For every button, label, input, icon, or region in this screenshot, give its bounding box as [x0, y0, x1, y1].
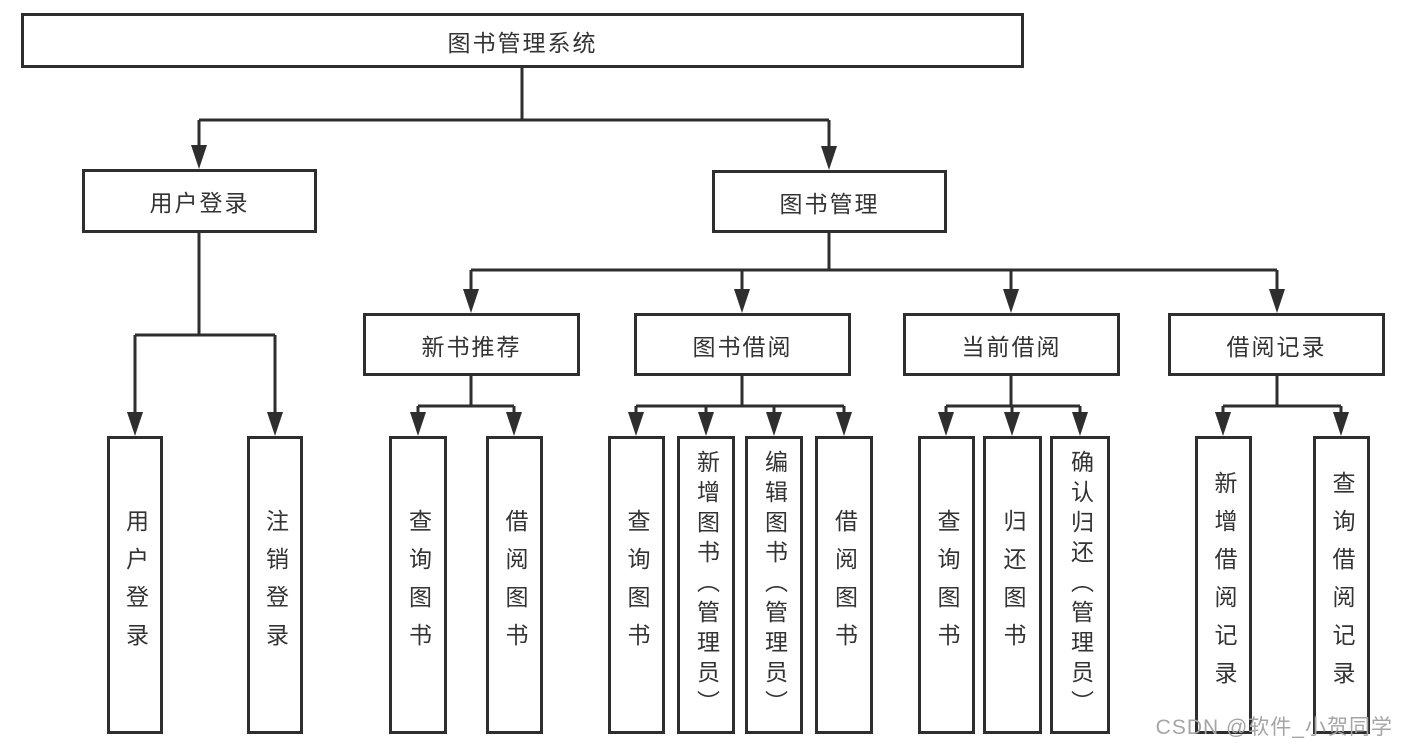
- leaf-label: 查询图书: [934, 509, 960, 661]
- node-book-borrow: 图书借阅: [634, 313, 851, 376]
- node-new-book-recommend: 新书推荐: [363, 313, 580, 376]
- leaf-add-borrow-record: 新增借阅记录: [1195, 436, 1252, 734]
- leaf-logout: 注销登录: [247, 436, 303, 734]
- node-user-login: 用户登录: [82, 169, 317, 233]
- node-book-management: 图书管理: [712, 170, 947, 233]
- leaf-edit-book-admin: 编辑图书（管理员）: [745, 436, 803, 734]
- csdn-watermark: CSDN @软件_小贺同学: [1155, 716, 1393, 739]
- leaf-return-book: 归还图书: [983, 436, 1042, 734]
- leaf-label: 借阅图书: [502, 509, 528, 661]
- leaf-query-books-borrow: 查询图书: [608, 436, 665, 734]
- leaf-query-books-current: 查询图书: [918, 436, 975, 734]
- leaf-label: 查询图书: [624, 509, 650, 661]
- leaf-borrow-books-recommend: 借阅图书: [486, 436, 543, 734]
- node-root-system: 图书管理系统: [21, 13, 1024, 68]
- leaf-label: 新增借阅记录: [1211, 471, 1237, 699]
- leaf-label: 注销登录: [262, 509, 289, 661]
- node-borrow-records: 借阅记录: [1168, 313, 1385, 376]
- node-current-borrow: 当前借阅: [903, 313, 1120, 376]
- leaf-query-books-recommend: 查询图书: [389, 436, 447, 734]
- leaf-confirm-return-admin: 确认归还（管理员）: [1050, 436, 1110, 734]
- leaf-label: 查询借阅记录: [1329, 471, 1355, 699]
- leaf-label: 用户登录: [122, 509, 149, 661]
- leaf-label: 归还图书: [1000, 509, 1026, 661]
- leaf-label: 借阅图书: [831, 509, 858, 661]
- leaf-borrow-books: 借阅图书: [815, 436, 873, 734]
- leaf-add-book-admin: 新增图书（管理员）: [677, 436, 735, 734]
- leaf-label: 编辑图书（管理员）: [761, 450, 788, 720]
- leaf-label: 查询图书: [405, 509, 432, 661]
- leaf-query-borrow-record: 查询借阅记录: [1313, 436, 1370, 734]
- leaf-user-login: 用户登录: [107, 436, 163, 734]
- leaf-label: 确认归还（管理员）: [1067, 450, 1094, 720]
- leaf-label: 新增图书（管理员）: [693, 450, 720, 720]
